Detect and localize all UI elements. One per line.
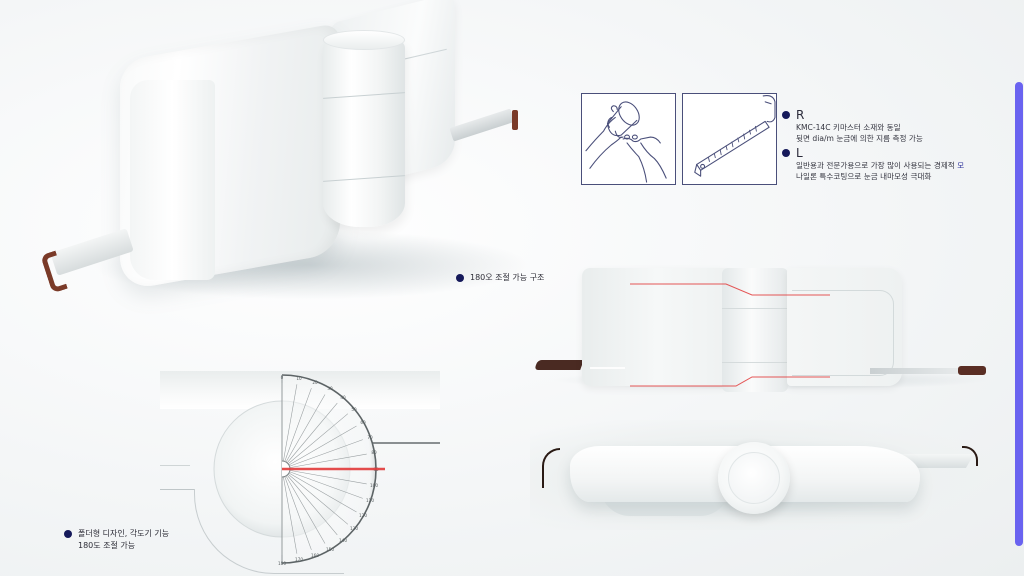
svg-text:110: 110 (366, 498, 374, 503)
caption-folder-design: 폴더형 디자인, 각도기 기능 180도 조절 가능 (64, 528, 169, 552)
svg-text:50: 50 (351, 407, 357, 412)
top-view-tape-blade-right (870, 368, 965, 374)
caption-folder-line-2: 180도 조절 가능 (78, 541, 136, 550)
svg-text:60: 60 (360, 420, 366, 425)
svg-text:130: 130 (350, 526, 358, 531)
bullet-dot-icon (782, 149, 790, 157)
hero-hinge-drum (323, 32, 405, 227)
top-view-hinge-drum (722, 268, 788, 392)
svg-text:120: 120 (359, 513, 367, 518)
protractor-arm-left-edge (160, 489, 195, 490)
feature-l-heading: L (782, 146, 1022, 160)
svg-text:100: 100 (370, 483, 378, 488)
feature-r-line-2: 뒷면 dia/m 눈금에 의한 지름 측정 가능 (796, 134, 923, 143)
svg-text:70: 70 (367, 435, 373, 440)
hand-drawing-icon (585, 101, 667, 183)
bullet-dot-icon (64, 530, 72, 538)
fold-path-highlight-icon (590, 283, 830, 387)
protractor-arm-right (372, 442, 440, 444)
hero-tape-hook-right (512, 110, 518, 130)
bullet-dot-icon (782, 111, 790, 119)
svg-text:140: 140 (339, 538, 347, 543)
caption-structure: 180오 조절 가능 구조 (456, 272, 544, 284)
top-view-render (530, 260, 990, 392)
svg-text:40: 40 (340, 395, 346, 400)
svg-text:160: 160 (311, 553, 319, 558)
svg-text:20: 20 (312, 380, 318, 385)
hero-hinge-drum-top (323, 30, 405, 50)
caption-folder-line-1: 폴더형 디자인, 각도기 기능 (78, 529, 170, 538)
svg-text:150: 150 (326, 547, 334, 552)
svg-text:180: 180 (278, 561, 286, 566)
feature-description: R KMC-14C 키마스터 소재와 동일 뒷면 dia/m 눈금에 의한 지름… (782, 108, 1022, 182)
top-view-drum-seam (722, 308, 788, 309)
bullet-dot-icon (456, 274, 464, 282)
feature-l-line-1-overflow: 모 (957, 161, 965, 170)
side-view-hinge-cap (728, 452, 780, 504)
protractor-arm-left-edge (160, 465, 190, 466)
feature-l-label: L (796, 146, 803, 160)
svg-text:10: 10 (296, 376, 302, 381)
caption-folder-text: 폴더형 디자인, 각도기 기능 180도 조절 가능 (78, 528, 169, 552)
feature-r-line-1: KMC-14C 키마스터 소재와 동일 (796, 123, 901, 132)
feature-l-line-1-text: 일반용과 전문가용으로 가장 많이 사용되는 경제적 (796, 161, 955, 170)
caption-structure-text: 180오 조절 가능 구조 (470, 273, 545, 282)
hand-measuring-illustration (581, 93, 676, 185)
top-view-right-panel-outline (792, 290, 894, 376)
hero-tape-blade-right (449, 108, 515, 142)
side-view-render (530, 420, 990, 530)
side-accent-bar (1015, 82, 1023, 546)
feature-l-line-2: 나일론 특수코팅으로 눈금 내마모성 극대화 (796, 172, 932, 181)
hero-product-render (30, 0, 530, 320)
feature-l-line-1: 일반용과 전문가용으로 가장 많이 사용되는 경제적 모 (782, 160, 1022, 171)
svg-text:30: 30 (327, 386, 333, 391)
hero-front-face (130, 80, 215, 280)
side-view-tape-hook-right (962, 446, 978, 466)
top-view-left-panel (582, 268, 732, 386)
svg-text:170: 170 (295, 557, 303, 562)
top-view-drum-seam (722, 362, 788, 363)
top-view-tape-hook-right (958, 366, 986, 375)
feature-r-heading: R (782, 108, 1022, 122)
svg-text:80: 80 (371, 450, 377, 455)
feature-r-label: R (796, 108, 805, 122)
svg-text:0: 0 (281, 375, 284, 380)
side-view-tape-hook-left (542, 448, 560, 488)
tape-drawing-icon (694, 95, 776, 177)
tape-blade-illustration (682, 93, 777, 185)
